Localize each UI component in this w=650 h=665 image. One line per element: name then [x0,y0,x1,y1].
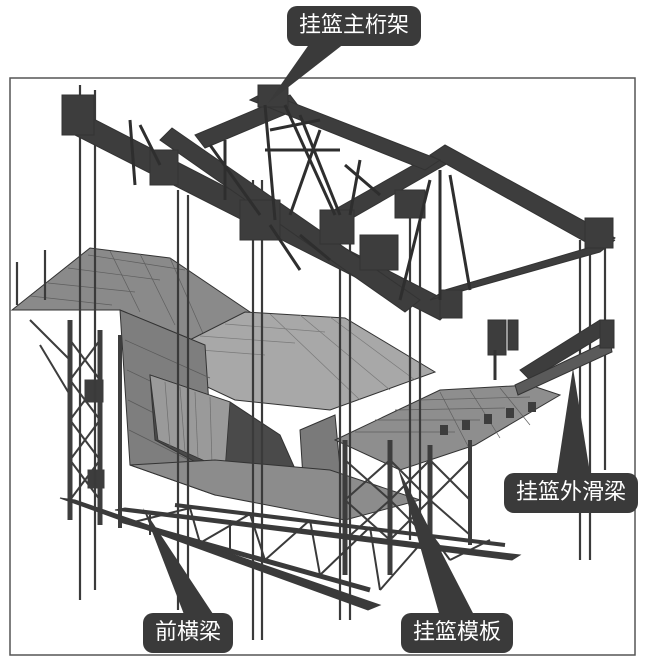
label-outer-slide-beam: 挂篮外滑梁 [504,473,639,513]
label-main-truss: 挂篮主桁架 [287,6,422,46]
diagram-frame [9,77,636,656]
main-truss-lattice [128,104,472,301]
label-formwork: 挂篮模板 [401,613,514,653]
label-front-cross-beam: 前横梁 [143,613,234,653]
left-scaffold [29,319,122,528]
outer-slide-beam [487,319,615,396]
callout-pointers [143,43,590,617]
